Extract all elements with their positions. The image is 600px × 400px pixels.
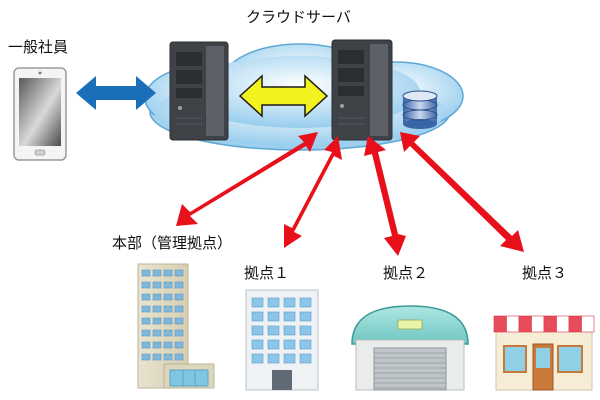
- site3-shop-icon: [493, 315, 595, 391]
- server-tower-right: [331, 39, 393, 141]
- employee-link-arrow: [76, 76, 156, 110]
- hq-building-icon: [137, 263, 215, 389]
- cloud-server-title: クラウドサーバ: [246, 8, 351, 26]
- tablet-device-icon: [13, 67, 67, 161]
- server-tower-left: [169, 41, 229, 141]
- hq-label: 本部（管理拠点）: [112, 234, 232, 252]
- hq-link-arrow: [176, 132, 318, 226]
- site2-link-arrow: [364, 136, 406, 256]
- site1-link-arrow: [284, 136, 342, 248]
- site1-building-icon: [245, 289, 319, 391]
- database-icon: [402, 90, 438, 129]
- site2-label: 拠点２: [383, 264, 428, 282]
- server-sync-arrow: [238, 74, 329, 118]
- site3-link-arrow: [400, 132, 524, 252]
- site-link-arrows: [176, 132, 524, 256]
- site3-label: 拠点３: [522, 264, 567, 282]
- employee-label: 一般社員: [8, 38, 68, 56]
- site1-label: 拠点１: [244, 264, 289, 282]
- site2-warehouse-icon: [351, 305, 469, 391]
